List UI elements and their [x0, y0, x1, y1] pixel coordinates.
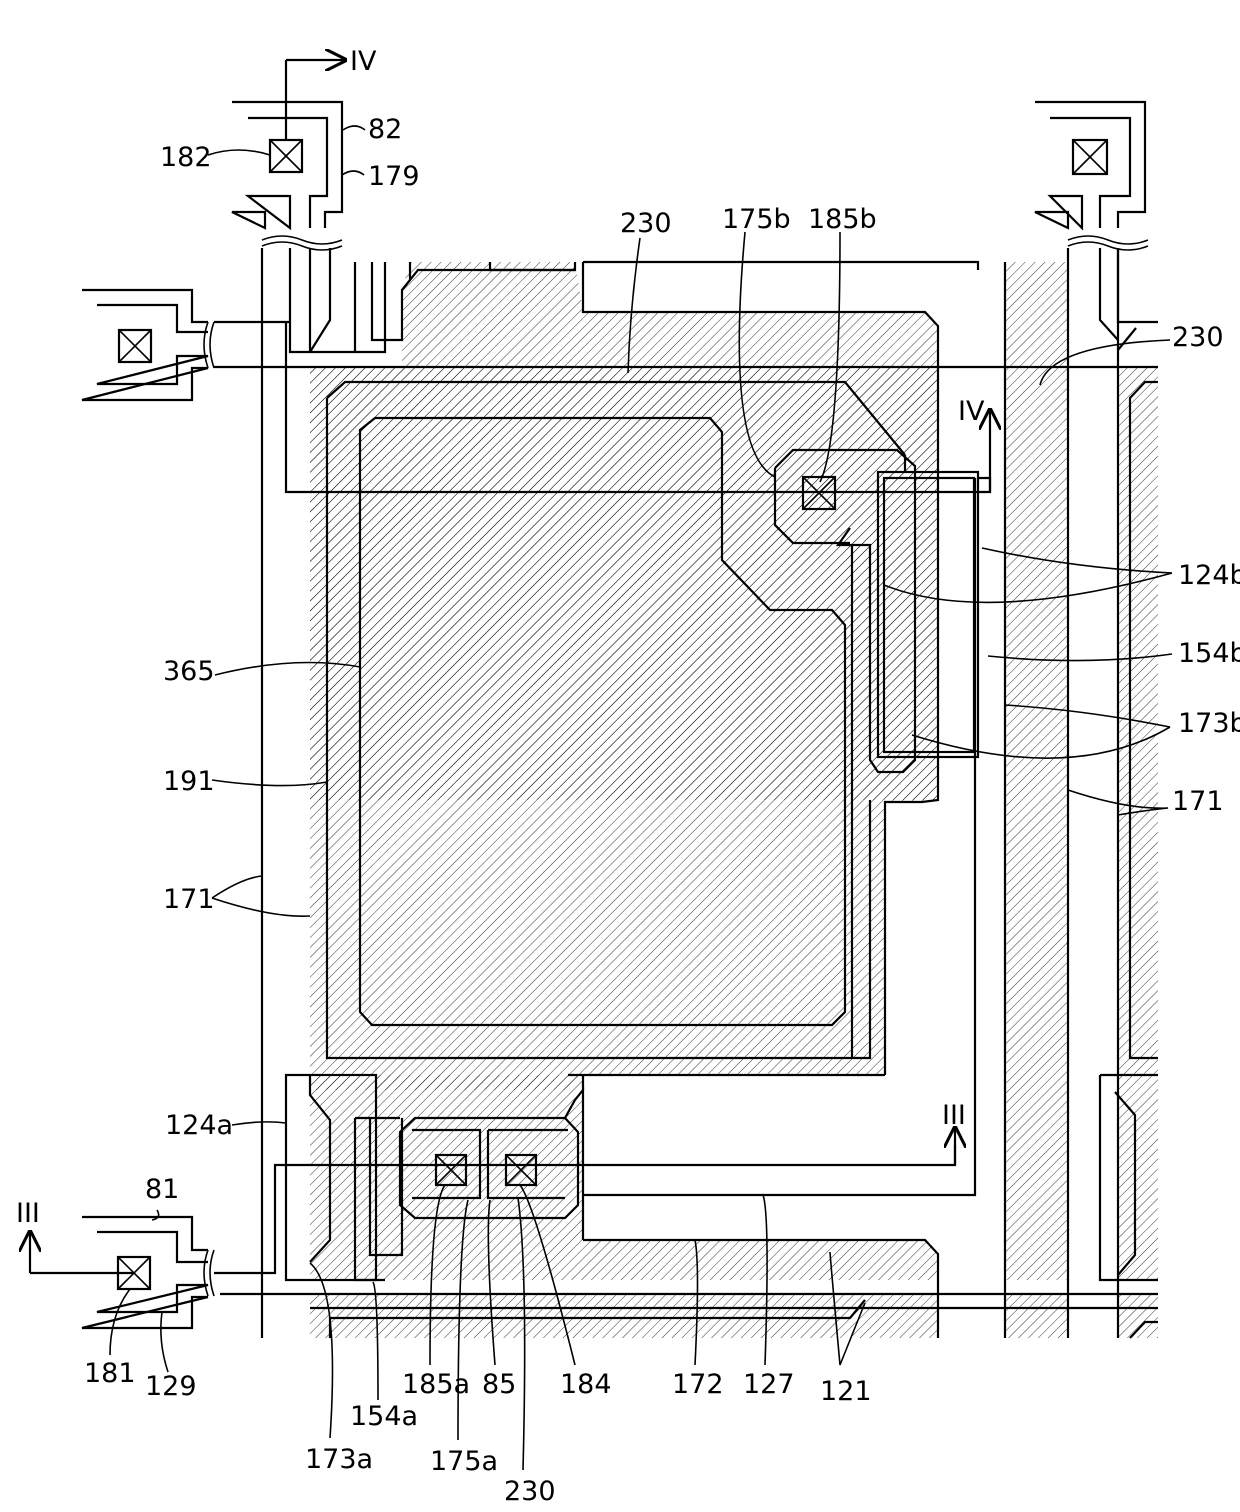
section-line-iv: [286, 60, 345, 140]
label-181: 181: [84, 1358, 136, 1389]
hatch-far-right: [1118, 367, 1158, 1338]
marker-iv-top: IV: [350, 46, 377, 77]
label-185a: 185a: [402, 1369, 470, 1400]
label-171-right: 171: [1172, 786, 1224, 817]
label-173a: 173a: [305, 1444, 373, 1475]
label-129: 129: [145, 1371, 197, 1402]
hatch-pixel-electrode: [310, 367, 938, 1090]
label-154b: 154b: [1178, 638, 1240, 669]
marker-iii-right: III: [942, 1100, 966, 1131]
label-191: 191: [163, 766, 215, 797]
label-81: 81: [145, 1174, 179, 1205]
label-171-left: 171: [163, 884, 215, 915]
label-175a: 175a: [430, 1446, 498, 1477]
hatch-bottom-region: [310, 1075, 938, 1338]
label-365: 365: [163, 656, 215, 687]
marker-iv-right: IV: [958, 396, 985, 427]
hatch-right-column: [1005, 262, 1068, 1338]
label-230-bottom: 230: [504, 1476, 556, 1507]
hatched-regions: [310, 262, 1158, 1338]
label-121: 121: [820, 1376, 872, 1407]
label-127: 127: [743, 1369, 795, 1400]
label-175b: 175b: [722, 204, 791, 235]
label-124b: 124b: [1178, 560, 1240, 591]
label-184: 184: [560, 1369, 612, 1400]
label-82: 82: [368, 114, 402, 145]
marker-iii-left: III: [16, 1198, 40, 1229]
pad-top-right: [1035, 102, 1145, 228]
label-182: 182: [160, 142, 212, 173]
label-179: 179: [368, 161, 420, 192]
label-124a: 124a: [165, 1110, 233, 1141]
label-85: 85: [482, 1369, 516, 1400]
label-230-right: 230: [1172, 322, 1224, 353]
label-173b: 173b: [1178, 708, 1240, 739]
label-185b: 185b: [808, 204, 877, 235]
label-154a: 154a: [350, 1401, 418, 1432]
pad-left-middle: [82, 290, 208, 400]
label-230-top: 230: [620, 208, 672, 239]
label-172: 172: [672, 1369, 724, 1400]
